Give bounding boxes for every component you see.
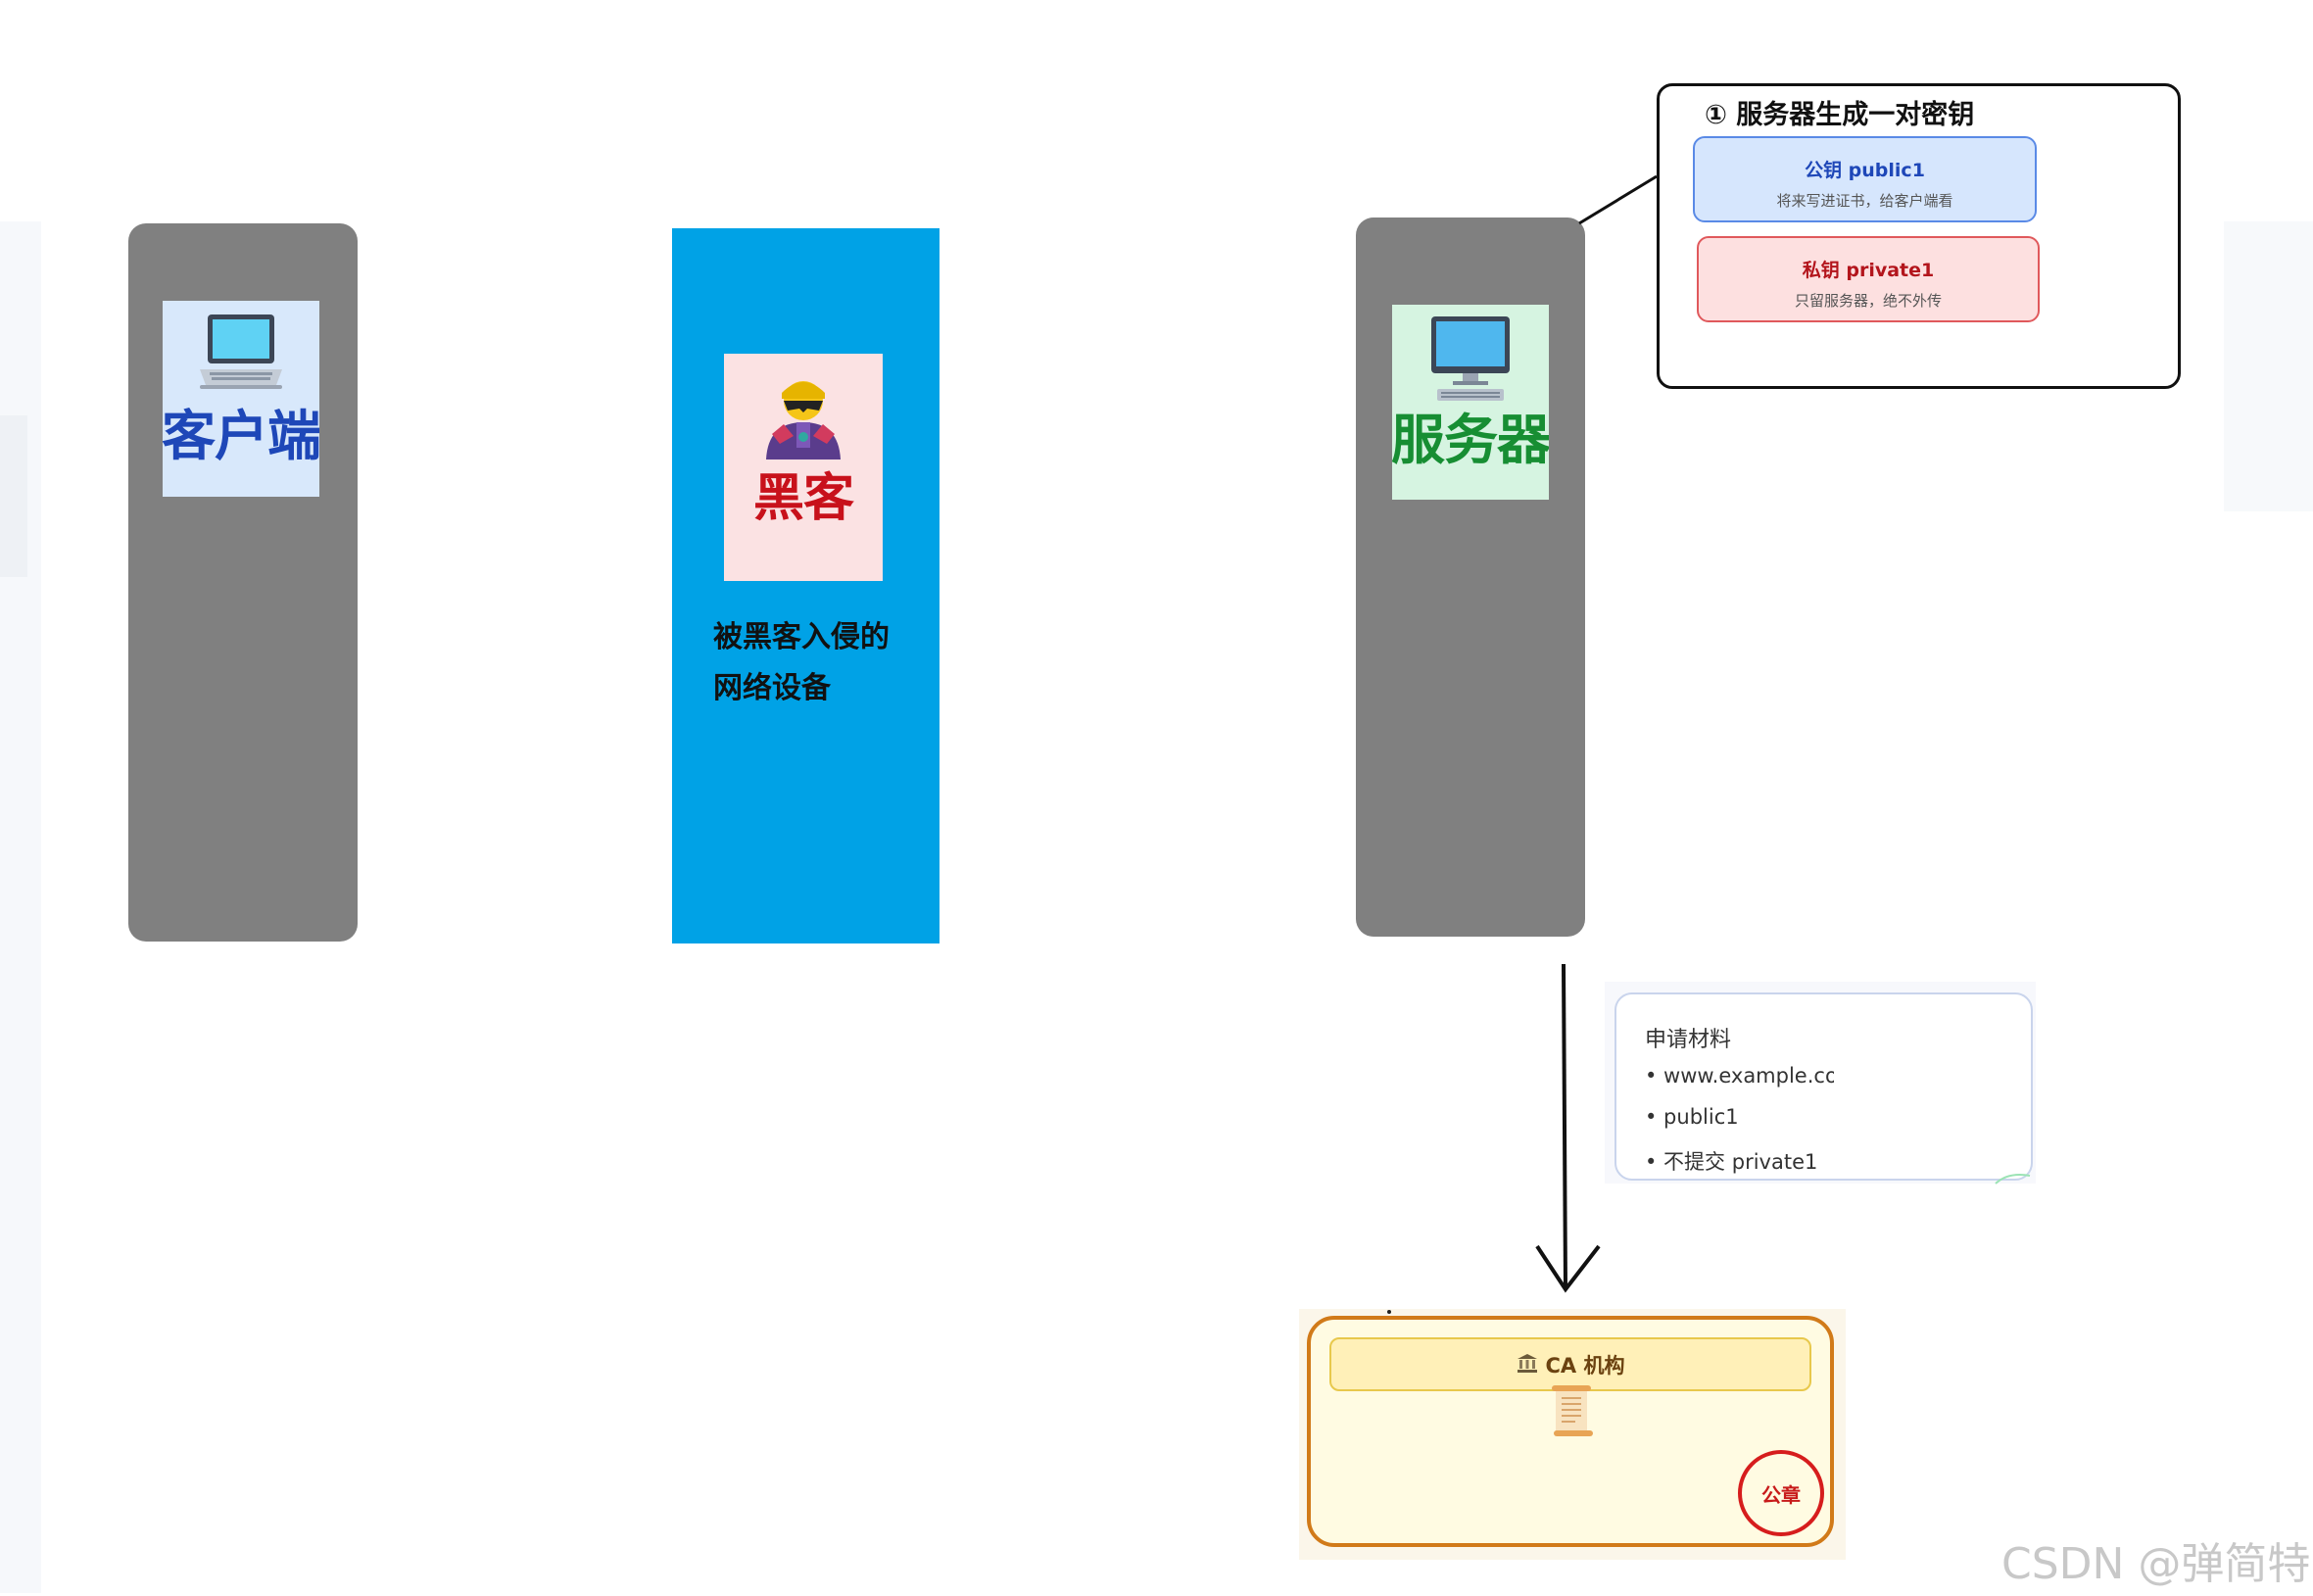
server-node: 服务器 <box>1392 305 1549 500</box>
hacker-icon <box>754 365 852 467</box>
laptop-icon <box>194 307 288 405</box>
application-card <box>1614 992 2033 1181</box>
application-item: • public1 <box>1645 1105 1739 1129</box>
hacker-lifeline <box>672 228 940 943</box>
scroll-icon <box>1548 1383 1597 1442</box>
private-key-subtitle: 只留服务器，绝不外传 <box>1794 292 1942 310</box>
desktop-computer-icon <box>1423 311 1518 409</box>
stray-dot <box>1387 1310 1391 1314</box>
watermark: CSDN @弹简特 <box>2001 1539 2311 1589</box>
ca-title: CA 机构 <box>1545 1353 1625 1378</box>
public-key-subtitle: 将来写进证书，给客户端看 <box>1776 192 1953 210</box>
official-seal: 公章 <box>1738 1450 1824 1536</box>
hacker-description-line-1: 被黑客入侵的 <box>713 620 890 654</box>
decorative-curve <box>1995 1174 2031 1185</box>
hacker-description: 被黑客入侵的 网络设备 <box>713 612 929 714</box>
application-title: 申请材料 <box>1645 1028 1732 1052</box>
hacker-node: 黑客 <box>724 354 883 581</box>
application-items-clip: • www.example.com <box>1614 992 1834 1188</box>
application-item: • 不提交 private1 <box>1645 1150 1818 1174</box>
application-item: • www.example.com <box>1645 1064 1834 1088</box>
hacker-description-line-2: 网络设备 <box>713 671 831 705</box>
private-key-card: 私钥 private1 只留服务器，绝不外传 <box>1697 236 2040 322</box>
public-key-title: 公钥 public1 <box>1805 160 1925 181</box>
callout-leader-line <box>1578 174 1658 225</box>
hacker-label: 黑客 <box>752 469 854 528</box>
seal-label: 公章 <box>1761 1482 1801 1507</box>
bank-icon <box>1517 1352 1538 1378</box>
arrow-to-ca <box>1562 963 1567 1290</box>
client-label: 客户端 <box>163 405 319 467</box>
public-key-card: 公钥 public1 将来写进证书，给客户端看 <box>1693 136 2037 222</box>
client-node: 客户端 <box>163 301 319 497</box>
server-label: 服务器 <box>1392 409 1549 471</box>
arrow-head <box>1535 1244 1601 1293</box>
key-generation-title: ① 服务器生成一对密钥 <box>1705 100 1975 130</box>
private-key-title: 私钥 private1 <box>1802 260 1935 281</box>
background-panel-left-inner <box>0 415 27 577</box>
background-panel-right <box>2224 221 2313 511</box>
